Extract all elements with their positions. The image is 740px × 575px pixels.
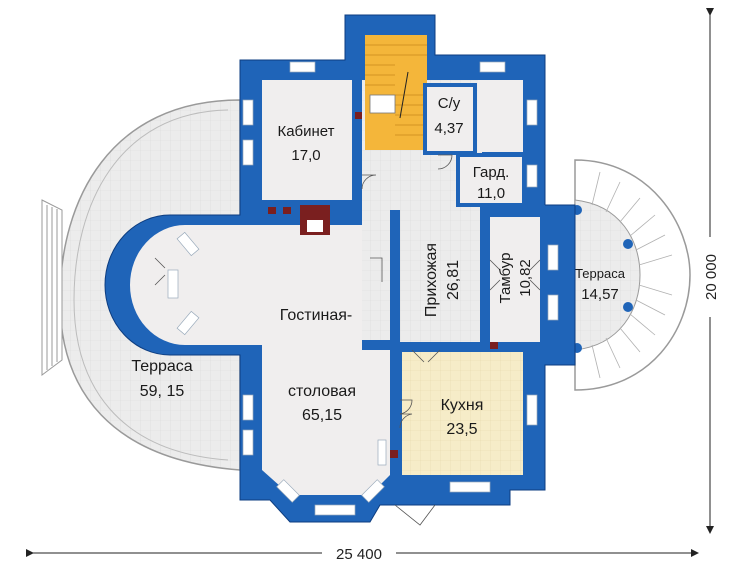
terrace-right-label: Терраса: [575, 266, 626, 281]
height-dimension-text: 20 000: [703, 254, 720, 300]
vestibule-label: Тамбур: [497, 253, 514, 304]
fireplace: [300, 205, 330, 235]
terrace-right-area: 14,57: [581, 286, 619, 303]
dimension-height: 20 000: [700, 8, 720, 534]
room-living: [130, 225, 390, 495]
stairs: [365, 35, 427, 150]
cabinet-label: Кабинет: [277, 123, 334, 140]
room-vestibule: [490, 217, 540, 342]
wardrobe-label: Гард.: [473, 164, 510, 181]
room-wc: [423, 83, 477, 155]
hallway-area: 26,81: [445, 260, 462, 300]
kitchen-area: 23,5: [446, 421, 477, 438]
terrace-left-area: 59, 15: [140, 383, 185, 400]
cabinet-area: 17,0: [291, 147, 320, 164]
room-wardrobe: [456, 153, 526, 207]
windows: [167, 61, 559, 516]
width-dimension-text: 25 400: [336, 546, 382, 563]
terrace-left-label: Терраса: [131, 358, 192, 375]
living-label-line2: столовая: [288, 383, 356, 400]
wardrobe-area: 11,0: [477, 185, 505, 202]
room-cabinet: [262, 80, 352, 200]
dimension-width: 25 400: [26, 544, 699, 563]
terrace-right: [572, 159, 691, 391]
wc-label: С/у: [438, 95, 461, 112]
room-kitchen: [398, 348, 527, 479]
doors: [154, 154, 541, 526]
living-area: 65,15: [302, 407, 342, 424]
chimney-stubs: [268, 112, 498, 458]
kitchen-label: Кухня: [441, 397, 484, 414]
wc-area: 4,37: [434, 120, 463, 137]
hallway-label: Прихожая: [423, 243, 440, 317]
vestibule-area: 10,82: [517, 259, 534, 297]
terrace-left-steps: [41, 199, 63, 376]
living-label-line1: Гостиная-: [280, 307, 352, 324]
